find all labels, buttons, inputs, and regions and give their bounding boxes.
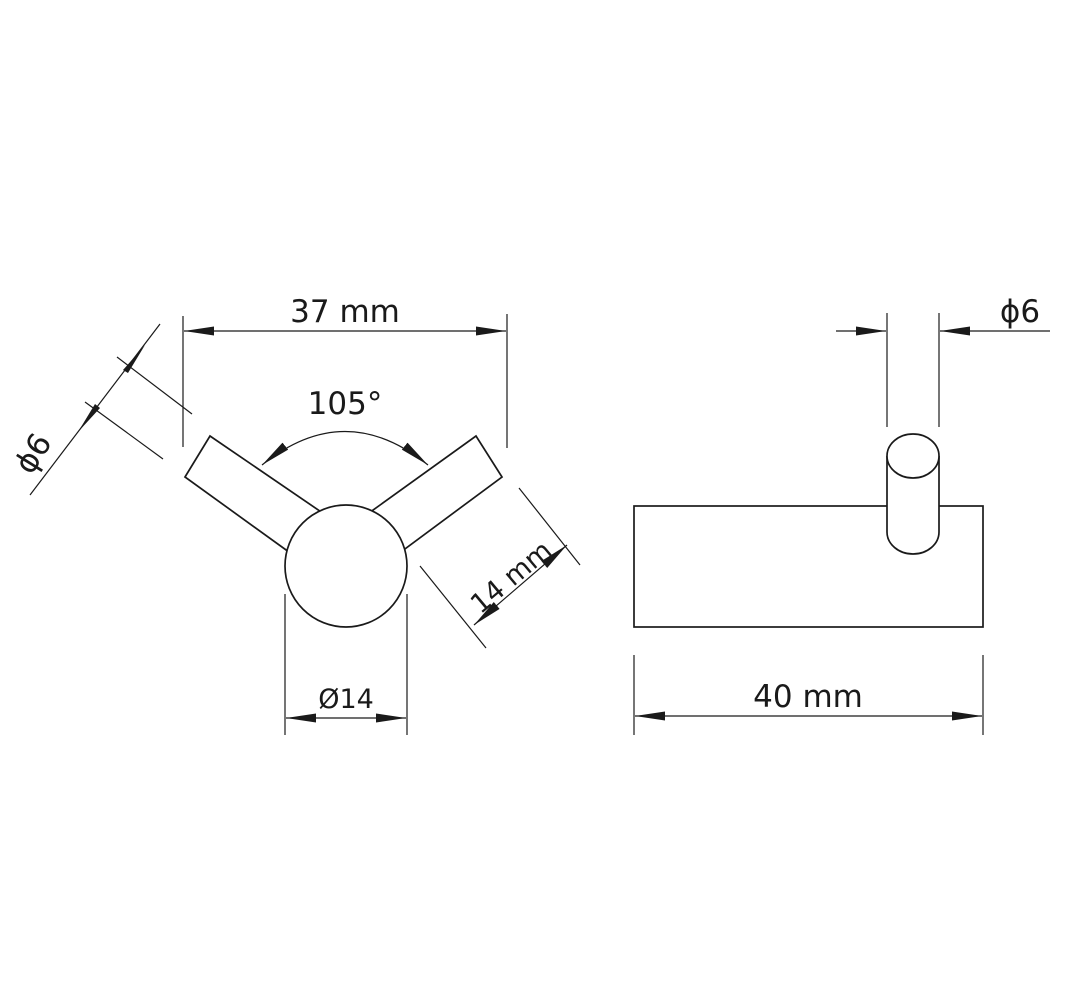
pin <box>886 456 940 555</box>
side-view: ϕ6 40 mm <box>633 294 1050 735</box>
front-view: 37 mm 105° ϕ6 14 mm Ø14 <box>8 294 581 735</box>
length-label: 40 mm <box>753 679 863 715</box>
hub-diameter-dimension: Ø14 <box>284 594 408 735</box>
width-label: 37 mm <box>290 294 400 330</box>
width-dimension: 37 mm <box>182 294 508 448</box>
angle-label: 105° <box>308 386 383 422</box>
arm-diameter-label: ϕ6 <box>8 427 60 480</box>
pin-diameter-label: ϕ6 <box>1000 294 1040 330</box>
arm-diameter-dimension: ϕ6 <box>8 323 193 496</box>
angle-dimension: 105° <box>261 386 429 466</box>
pin-diameter-dimension: ϕ6 <box>836 294 1050 427</box>
hub-circle <box>284 504 408 628</box>
pin-top <box>886 433 940 479</box>
arm-length-label: 14 mm <box>465 535 558 620</box>
length-dimension: 40 mm <box>633 655 984 735</box>
hub-diameter-label: Ø14 <box>318 684 374 715</box>
